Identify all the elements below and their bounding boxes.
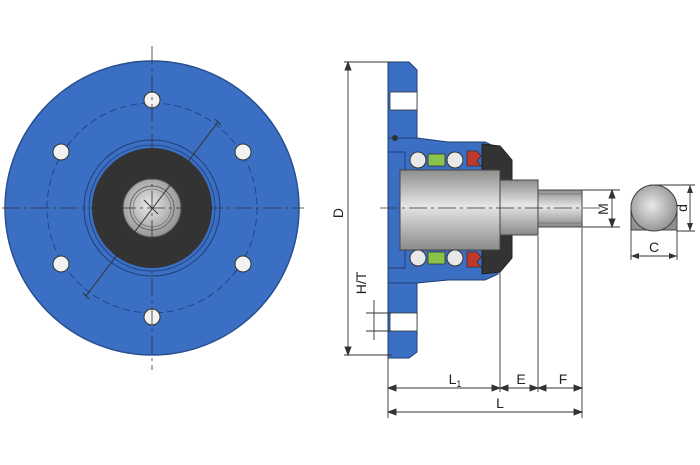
dim-arrow — [608, 188, 616, 199]
bearing-cage — [427, 251, 446, 265]
dim-arrow — [498, 384, 509, 392]
dim-D-arrow — [344, 60, 352, 71]
diameter-leader — [85, 121, 219, 297]
dim-arrow — [386, 408, 397, 416]
flange-bolt-hole — [389, 312, 418, 332]
label-D: D — [330, 208, 346, 218]
dim-arrow — [631, 253, 639, 259]
bearing-upper — [409, 150, 482, 169]
label-F: F — [559, 371, 568, 387]
dim-arrow — [687, 223, 693, 231]
flange-bolt-hole — [389, 91, 418, 111]
dim-arrow — [536, 384, 547, 392]
bearing-ball — [409, 249, 427, 267]
shaft-profile-view — [630, 184, 695, 260]
shaft-thread — [537, 189, 583, 228]
dim-D-arrow — [344, 346, 352, 357]
dimensions — [344, 60, 620, 418]
bolt-hole — [52, 255, 70, 273]
grease-nipple — [392, 135, 398, 141]
label-d: d — [674, 204, 690, 212]
dim-arrow — [573, 384, 584, 392]
diameter-tick — [82, 292, 90, 300]
front-view — [2, 46, 304, 370]
side-view — [380, 61, 600, 359]
seal-lip — [466, 150, 482, 167]
dim-arrow — [687, 185, 693, 193]
bearing-ball — [446, 249, 464, 267]
bolt-hole — [52, 143, 70, 161]
diameter-tick — [214, 118, 222, 126]
shaft-profile-circle — [630, 184, 678, 232]
dim-arrow — [491, 384, 502, 392]
shaft-radius-mark — [143, 199, 159, 215]
bolt-hole — [234, 255, 252, 273]
label-E: E — [516, 371, 525, 387]
label-C: C — [649, 239, 659, 255]
bearing-ball — [446, 151, 464, 169]
dim-arrow — [669, 253, 677, 259]
seal-lip — [466, 251, 482, 268]
label-M: M — [595, 203, 611, 215]
dim-arrow — [386, 384, 397, 392]
bearing-cage — [427, 153, 446, 167]
bearing-lower — [409, 249, 482, 268]
dim-arrow — [608, 218, 616, 229]
shaft-step — [499, 179, 539, 236]
label-L1: L1 — [449, 371, 462, 389]
bearing-ball — [409, 151, 427, 169]
label-L: L — [496, 395, 504, 411]
shaft-main — [399, 169, 501, 251]
dim-arrow — [529, 384, 540, 392]
bolt-hole — [234, 143, 252, 161]
dim-arrow — [573, 408, 584, 416]
label-HT: H/T — [353, 271, 369, 294]
